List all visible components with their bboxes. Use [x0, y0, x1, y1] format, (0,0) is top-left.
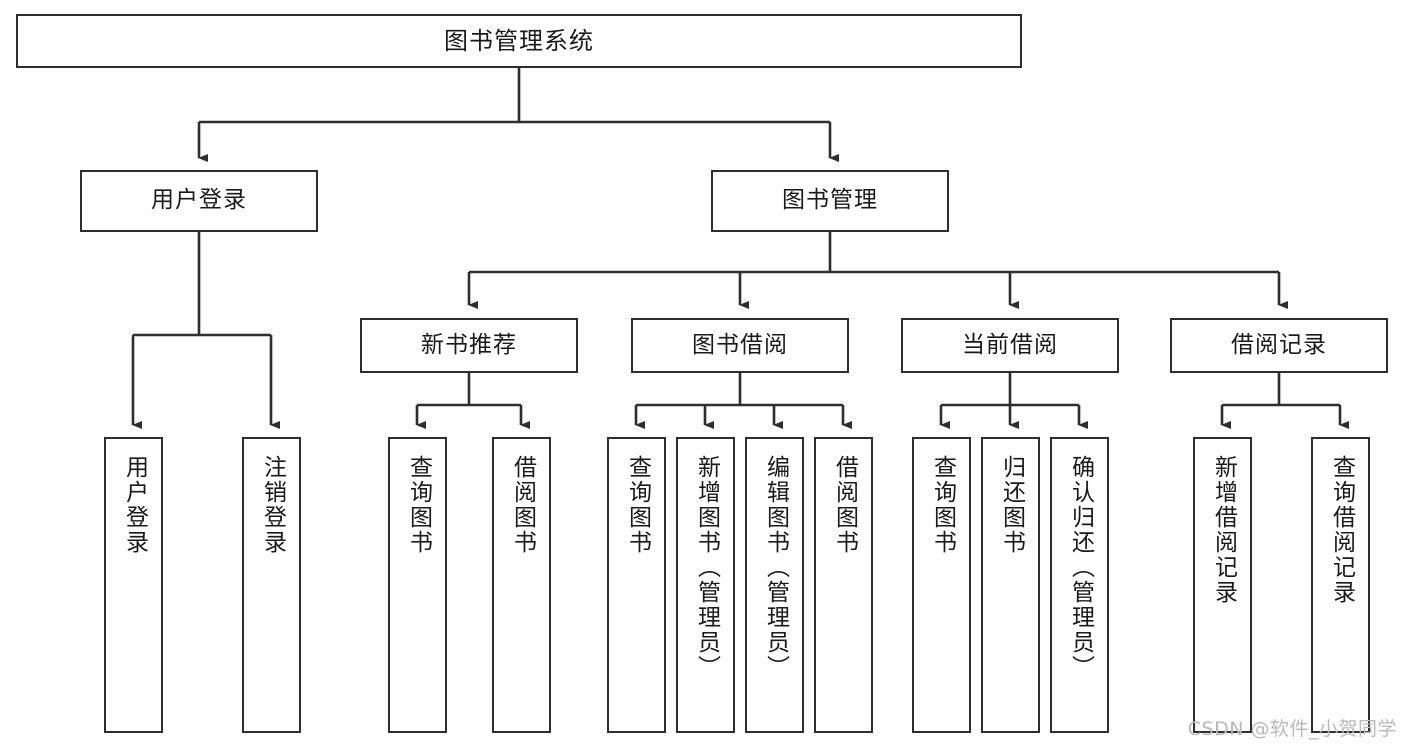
- node-label: 图书管理系统: [444, 26, 594, 55]
- node-label: 查询图书: [929, 455, 956, 555]
- node-function-current-query-book[interactable]: 查询图书: [912, 437, 971, 733]
- node-function-borrow-edit-book[interactable]: 编辑图书（管理员）: [745, 437, 804, 733]
- node-submodule-current-borrow[interactable]: 当前借阅: [901, 318, 1119, 373]
- node-submodule-book-borrow[interactable]: 图书借阅: [631, 318, 849, 373]
- node-module-book-management[interactable]: 图书管理: [711, 170, 949, 232]
- node-function-borrow-query-book[interactable]: 查询图书: [607, 437, 666, 733]
- node-function-newbook-query-book[interactable]: 查询图书: [388, 437, 447, 733]
- node-function-borrow-borrow-book[interactable]: 借阅图书: [814, 437, 873, 733]
- watermark: CSDN @软件_小贺同学: [1187, 718, 1397, 740]
- node-function-record-add-record[interactable]: 新增借阅记录: [1193, 437, 1252, 733]
- node-label: 用户登录: [121, 455, 148, 555]
- node-label: 编辑图书（管理员）: [762, 455, 789, 680]
- node-label: 确认归还（管理员）: [1067, 455, 1094, 680]
- node-label: 注销登录: [259, 455, 286, 555]
- node-label: 借阅图书: [509, 455, 536, 555]
- node-label: 用户登录: [151, 187, 247, 214]
- node-label: 新书推荐: [421, 331, 517, 358]
- node-label: 图书借阅: [692, 331, 788, 358]
- node-label: 新增借阅记录: [1210, 455, 1237, 605]
- node-label: 归还图书: [998, 455, 1025, 555]
- node-label: 新增图书（管理员）: [693, 455, 720, 680]
- node-label: 查询借阅记录: [1328, 455, 1355, 605]
- node-root-system[interactable]: 图书管理系统: [16, 14, 1022, 68]
- node-label: 借阅记录: [1231, 331, 1327, 358]
- node-label: 借阅图书: [831, 455, 858, 555]
- node-label: 查询图书: [624, 455, 651, 555]
- node-function-user-logout[interactable]: 注销登录: [242, 437, 301, 733]
- node-function-current-return-book[interactable]: 归还图书: [981, 437, 1040, 733]
- node-label: 当前借阅: [962, 331, 1058, 358]
- node-function-record-query-record[interactable]: 查询借阅记录: [1311, 437, 1370, 733]
- node-label: 查询图书: [405, 455, 432, 555]
- node-label: 图书管理: [782, 187, 878, 214]
- node-submodule-borrow-record[interactable]: 借阅记录: [1170, 318, 1388, 373]
- node-function-current-confirm-return[interactable]: 确认归还（管理员）: [1050, 437, 1109, 733]
- node-submodule-new-book[interactable]: 新书推荐: [360, 318, 578, 373]
- node-function-newbook-borrow-book[interactable]: 借阅图书: [492, 437, 551, 733]
- node-function-borrow-add-book[interactable]: 新增图书（管理员）: [676, 437, 735, 733]
- node-module-user-login[interactable]: 用户登录: [80, 170, 318, 232]
- node-function-user-login[interactable]: 用户登录: [104, 437, 163, 733]
